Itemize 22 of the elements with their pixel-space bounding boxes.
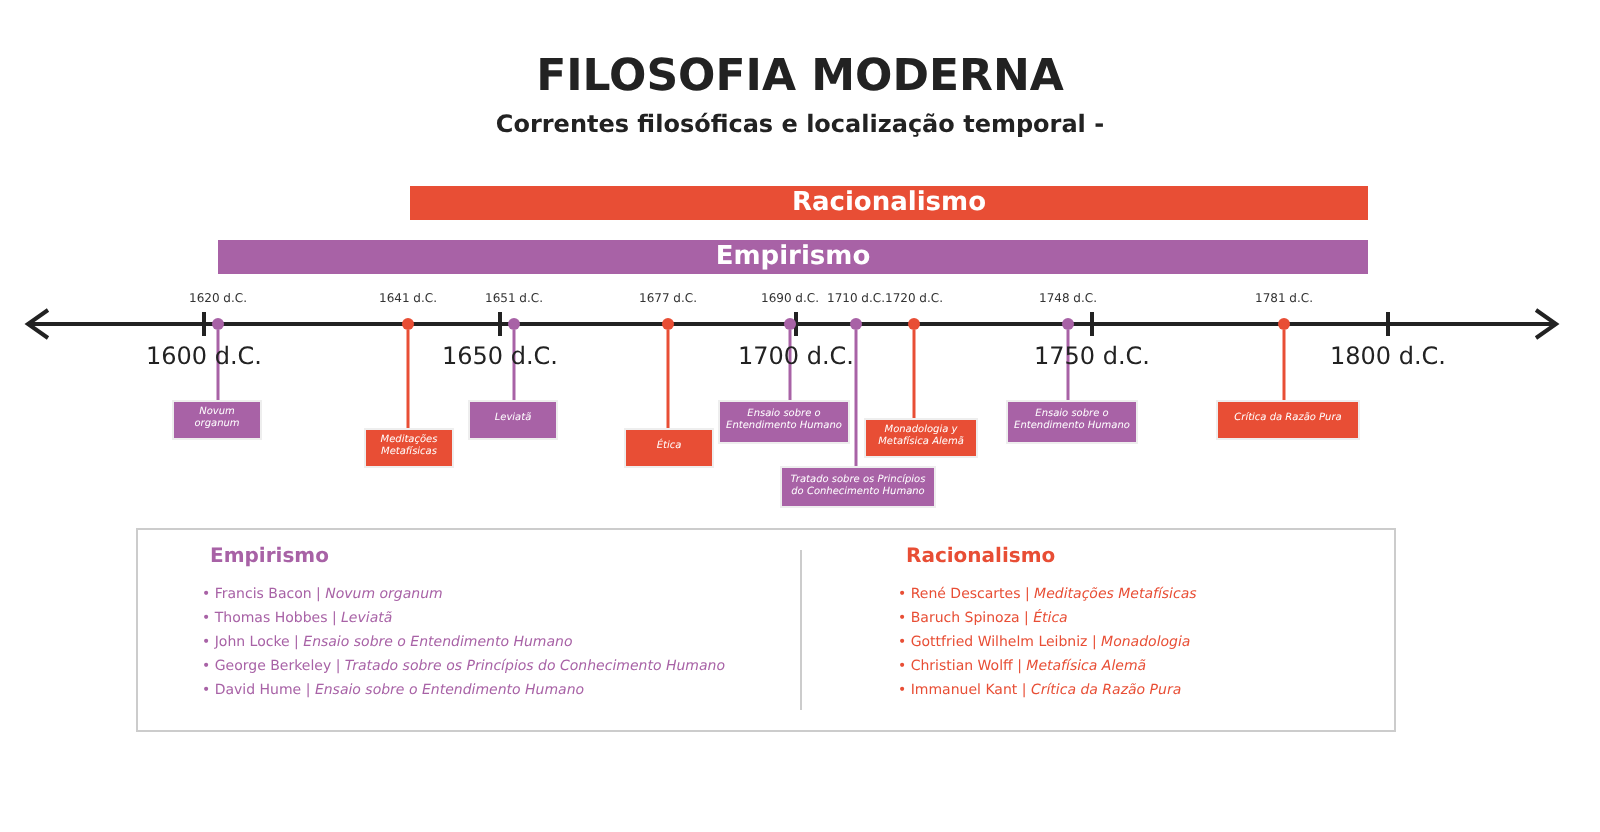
period-bar: Racionalismo (410, 186, 1368, 220)
leader-line (1282, 330, 1286, 400)
timeline-dot (908, 318, 920, 330)
leader-line (666, 330, 670, 428)
period-bar: Empirismo (218, 240, 1368, 274)
tick-label: 1800 d.C. (1330, 342, 1446, 370)
timeline-dot (662, 318, 674, 330)
timeline-dot (402, 318, 414, 330)
leader-line (912, 330, 916, 418)
leader-line (406, 330, 410, 428)
subtitle: Correntes filosóficas e localização temporal - (493, 110, 1107, 138)
list-panel (136, 528, 1396, 732)
title: FILOSOFIA MODERNA (534, 52, 1066, 102)
timeline-dot (212, 318, 224, 330)
timeline-dot (850, 318, 862, 330)
timeline-dot (784, 318, 796, 330)
timeline-dot (1062, 318, 1074, 330)
timeline-dot (508, 318, 520, 330)
column-heading: Empirismo (210, 546, 329, 568)
timeline-dot (1278, 318, 1290, 330)
leader-line (854, 330, 858, 466)
column-heading: Racionalismo (906, 546, 1056, 568)
